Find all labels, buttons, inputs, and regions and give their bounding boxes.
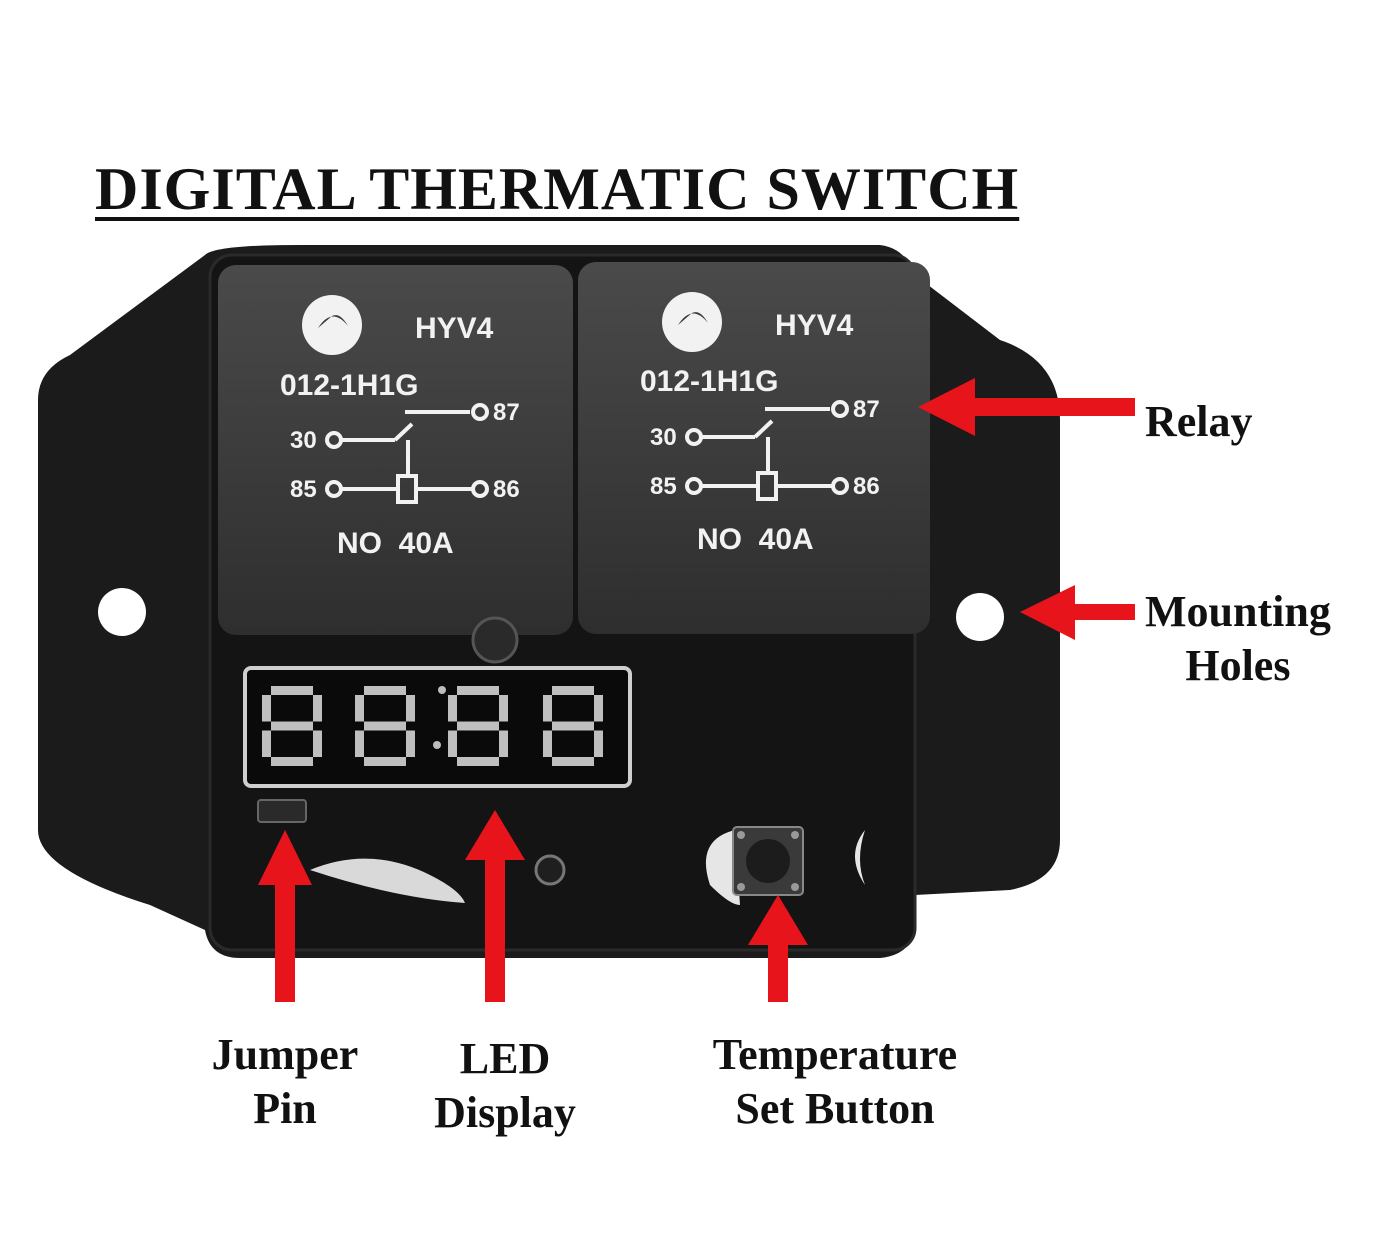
relay-arrow-icon bbox=[918, 378, 1135, 436]
led-segment-1 bbox=[364, 686, 406, 695]
relay-rating: NO 40A bbox=[337, 527, 454, 560]
led-segment-0 bbox=[271, 721, 313, 731]
temp-label-line1: Temperature bbox=[712, 1030, 958, 1079]
relay-callout: Relay bbox=[1145, 397, 1253, 446]
led-label-line2: Display bbox=[434, 1088, 576, 1137]
relay-brand: HYV4 bbox=[775, 309, 854, 342]
led-segment-0 bbox=[262, 730, 271, 757]
led-segment-0 bbox=[313, 730, 322, 757]
led-segment-0 bbox=[271, 686, 313, 695]
relay-model: 012-1H1G bbox=[640, 365, 778, 398]
jumper-pin-callout: Jumper Pin bbox=[200, 1028, 370, 1136]
led-segment-0 bbox=[271, 757, 313, 766]
led-segment-3 bbox=[552, 721, 594, 731]
led-segment-0 bbox=[313, 695, 322, 722]
mounting-hole-right bbox=[956, 593, 1004, 641]
temperature-button-callout: Temperature Set Button bbox=[690, 1028, 980, 1136]
relay-rating: NO 40A bbox=[697, 523, 814, 556]
relay-logo-icon bbox=[302, 295, 362, 355]
pin-87-label: 87 bbox=[853, 396, 880, 423]
temp-label-line2: Set Button bbox=[735, 1084, 935, 1133]
jumper-arrow-icon bbox=[258, 830, 312, 1002]
mounting-label-line2: Holes bbox=[1185, 641, 1291, 690]
led-segment-2 bbox=[448, 695, 457, 722]
pin-30-label: 30 bbox=[290, 427, 317, 454]
mounting-holes-callout: Mounting Holes bbox=[1145, 585, 1331, 693]
led-segment-3 bbox=[552, 757, 594, 766]
led-segment-2 bbox=[499, 730, 508, 757]
led-segment-3 bbox=[543, 695, 552, 722]
pin-85-label: 85 bbox=[290, 476, 317, 503]
pin-86-label: 86 bbox=[853, 473, 880, 500]
led-segment-3 bbox=[594, 730, 603, 757]
relay-right: HYV4 012-1H1G 87 30 85 86 NO 40A bbox=[578, 262, 930, 634]
led-segment-1 bbox=[364, 757, 406, 766]
jumper-pin bbox=[257, 799, 307, 823]
relay-logo-icon bbox=[662, 292, 722, 352]
callout-arrows bbox=[258, 378, 1135, 1002]
led-arrow-icon bbox=[465, 810, 525, 1002]
led-segment-3 bbox=[594, 695, 603, 722]
led-segment-3 bbox=[552, 686, 594, 695]
led-segment-2 bbox=[457, 757, 499, 766]
jumper-label-line2: Pin bbox=[253, 1084, 317, 1133]
mounting-arrow-icon bbox=[1020, 585, 1135, 640]
relay-brand: HYV4 bbox=[415, 312, 494, 345]
mounting-label-line1: Mounting bbox=[1145, 587, 1331, 636]
pin-86-label: 86 bbox=[493, 476, 520, 503]
pin-85-label: 85 bbox=[650, 473, 677, 500]
led-segment-2 bbox=[457, 721, 499, 731]
capacitor bbox=[471, 616, 519, 664]
led-segment-0 bbox=[262, 695, 271, 722]
led-segment-1 bbox=[355, 695, 364, 722]
pin-87-label: 87 bbox=[493, 399, 520, 426]
led-segment-2 bbox=[499, 695, 508, 722]
pin-30-label: 30 bbox=[650, 424, 677, 451]
temperature-arrow-icon bbox=[748, 895, 808, 1002]
led-label-line1: LED bbox=[459, 1034, 551, 1083]
led-display bbox=[243, 666, 632, 788]
relay-left: HYV4 012-1H1G 87 30 85 86 NO 40A bbox=[218, 265, 573, 635]
mounting-hole-left bbox=[98, 588, 146, 636]
led-segment-2 bbox=[457, 686, 499, 695]
temperature-set-button bbox=[705, 826, 865, 905]
led-segment-1 bbox=[406, 730, 415, 757]
led-display-callout: LED Display bbox=[415, 1032, 595, 1140]
relay-model: 012-1H1G bbox=[280, 369, 418, 402]
diagram-title: DIGITAL THERMATIC SWITCH bbox=[95, 156, 1020, 222]
led-segment-1 bbox=[406, 695, 415, 722]
led-segment-1 bbox=[364, 721, 406, 731]
led-segment-2 bbox=[448, 730, 457, 757]
led-segment-1 bbox=[355, 730, 364, 757]
jumper-label-line1: Jumper bbox=[211, 1030, 359, 1079]
led-segment-3 bbox=[543, 730, 552, 757]
